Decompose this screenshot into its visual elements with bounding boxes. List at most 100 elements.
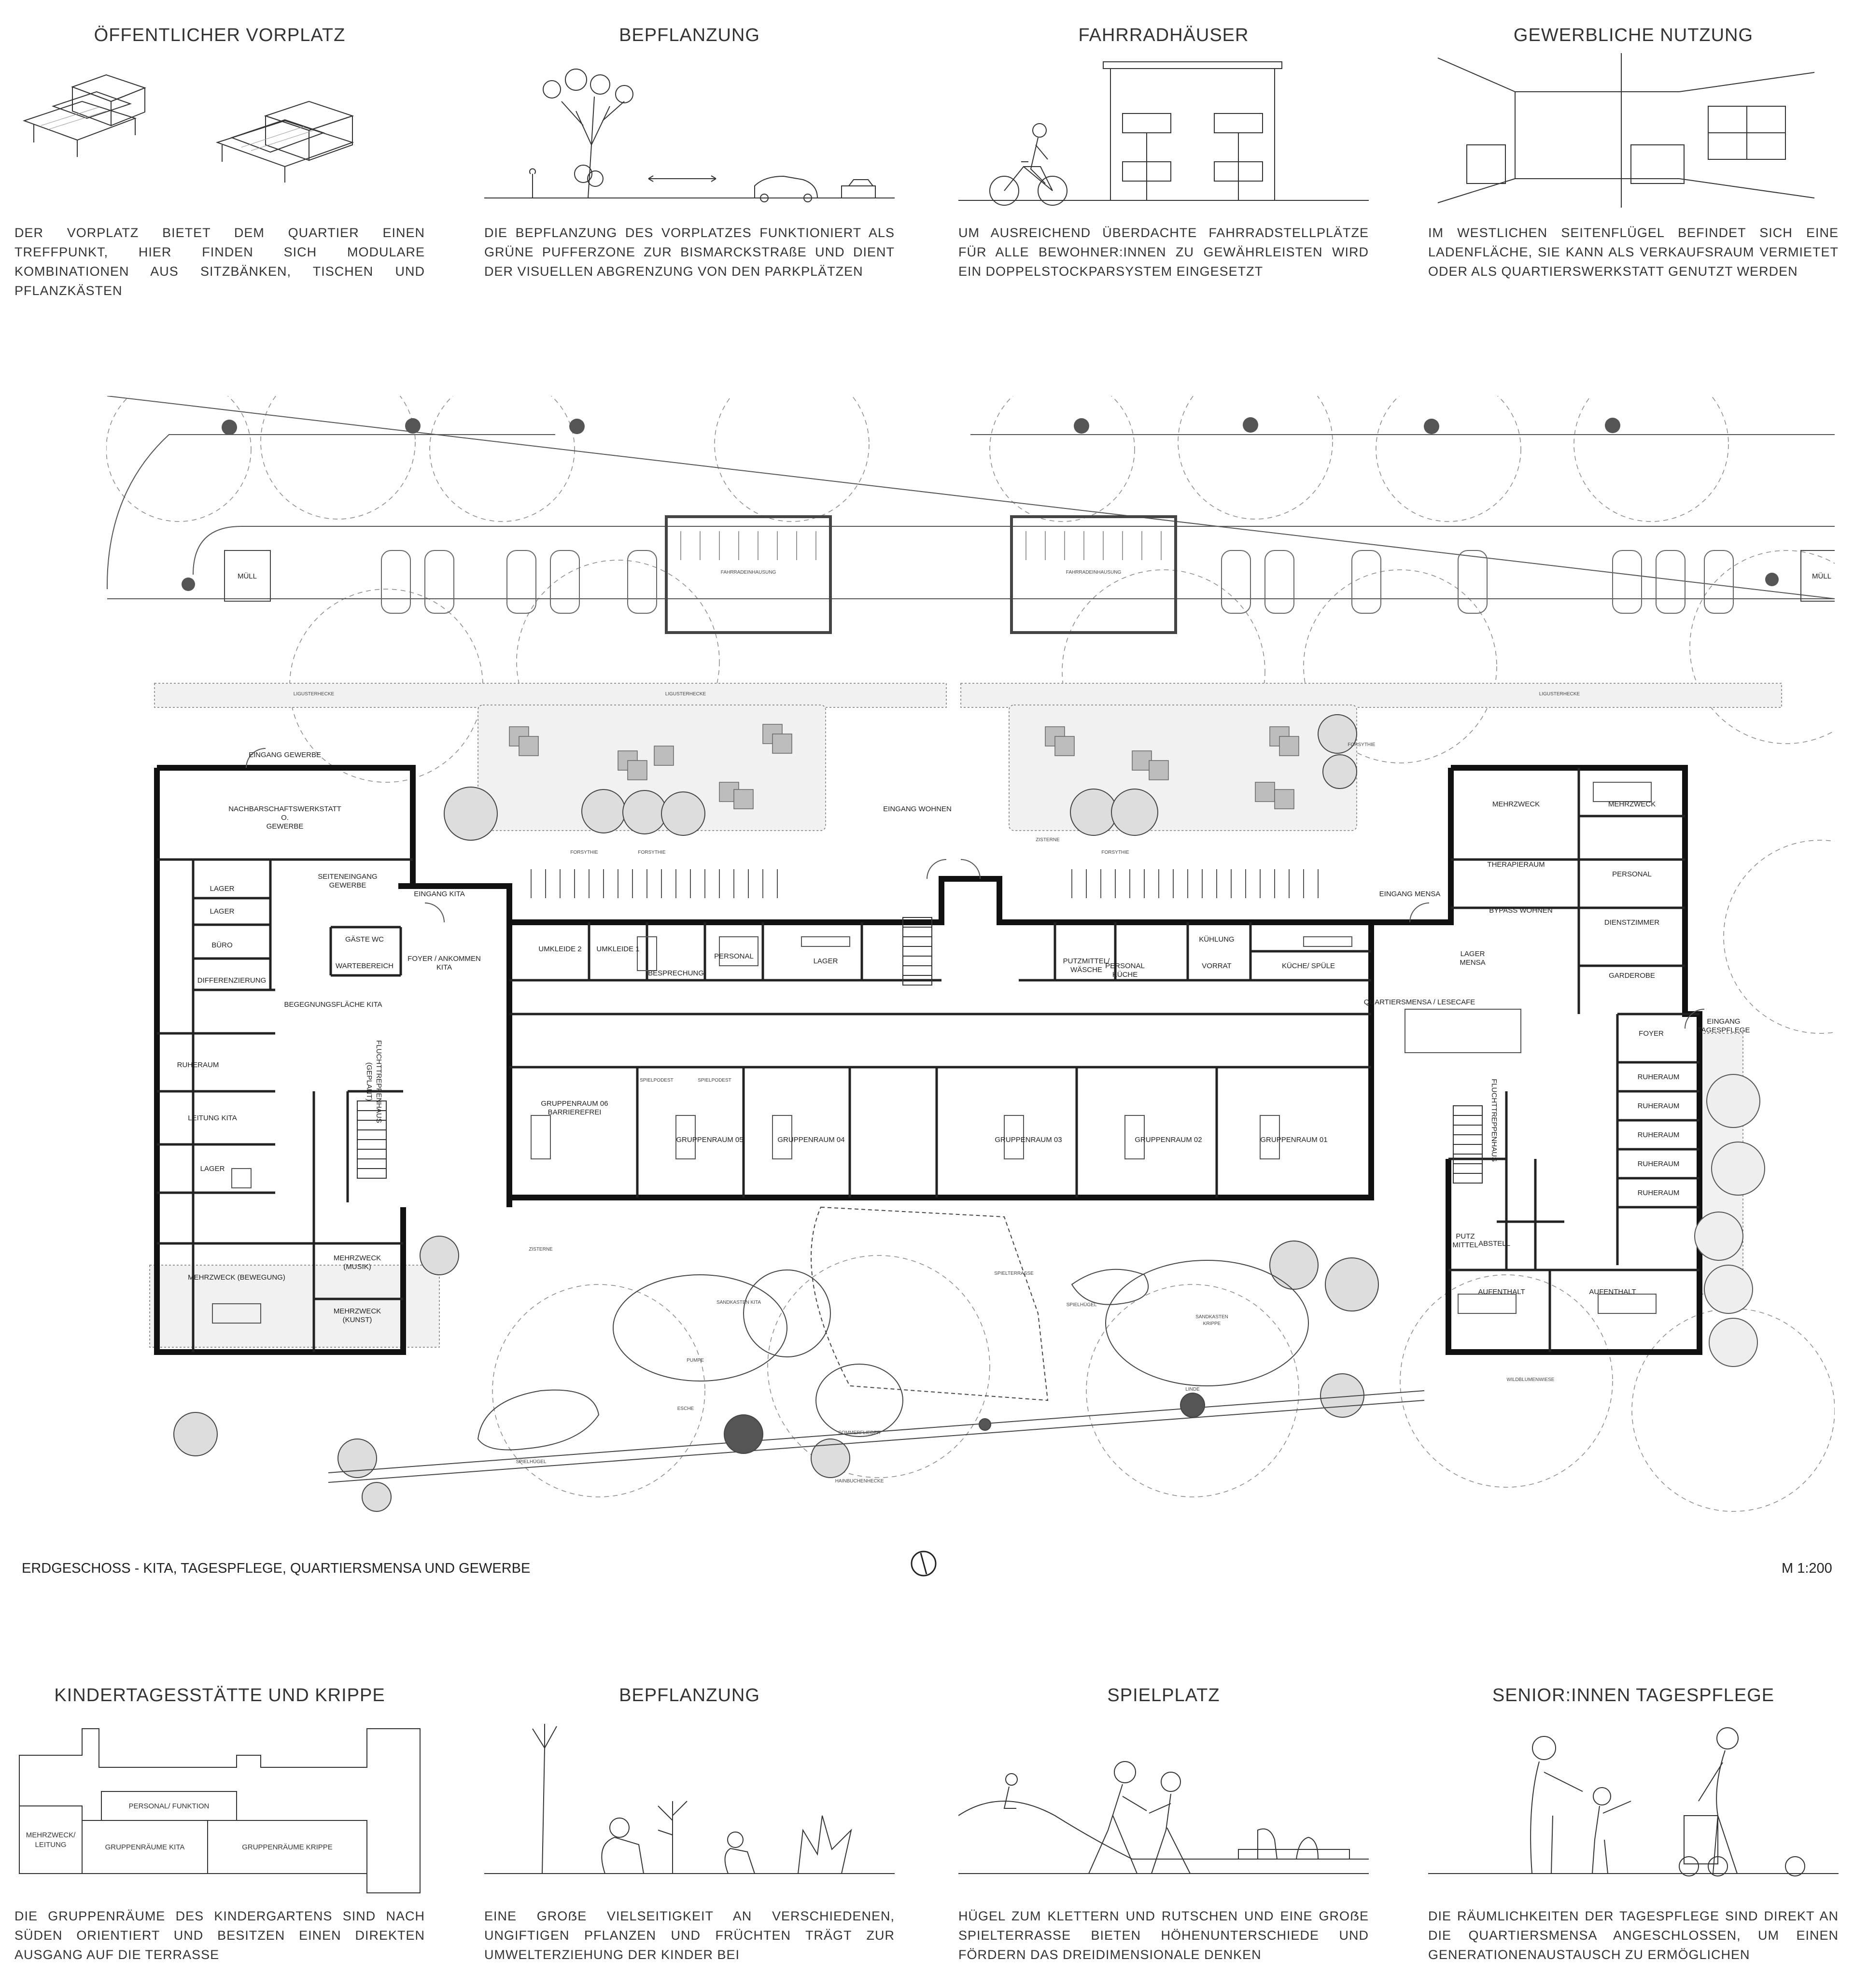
- room-kueche-spuele: KÜCHE/ SPÜLE: [1282, 961, 1335, 970]
- room-kuehlung: KÜHLUNG: [1199, 935, 1234, 944]
- hecke-right-label: LIGUSTERHECKE: [1539, 691, 1580, 697]
- room-mehrzweck-bewegung: MEHRZWECK (BEWEGUNG): [188, 1273, 285, 1282]
- room-ruheraum-2: RUHERAUM: [1638, 1102, 1680, 1110]
- bepflanzung-section-figure: [484, 69, 895, 202]
- sandkasten-krippe-label-1: SANDKASTEN: [1195, 1314, 1228, 1320]
- room-abstell: ABSTELL: [1478, 1240, 1510, 1248]
- room-wartebereich: WARTEBEREICH: [336, 962, 393, 970]
- room-flucht-left-1: FLUCHTTREPPENHAUS: [375, 1040, 383, 1123]
- panel-title: SPIELPLATZ: [1107, 1685, 1220, 1706]
- gardening-children-figure: [484, 1724, 895, 1874]
- entrance-doors: [246, 748, 1705, 1029]
- room-lager-1: LAGER: [210, 885, 235, 893]
- entrance-kita: EINGANG KITA: [414, 890, 465, 898]
- room-buero: BÜRO: [211, 941, 232, 949]
- room-lager-4: LAGER: [814, 957, 838, 965]
- room-lager-mensa-2: MENSA: [1460, 959, 1485, 967]
- linde-label: LINDE: [1185, 1387, 1200, 1392]
- hecke-mid-label: LIGUSTERHECKE: [665, 691, 706, 697]
- room-lager-3: LAGER: [200, 1165, 225, 1173]
- room-werkstatt-3: GEWERBE: [267, 822, 304, 831]
- spielterrasse-label: SPIELTERRASSE: [994, 1271, 1034, 1276]
- room-putz-1: PUTZ: [1456, 1232, 1475, 1241]
- room-werkstatt-1: NACHBARSCHAFTSWERKSTATT: [228, 805, 341, 813]
- room-differenzierung: DIFFERENZIERUNG: [197, 976, 267, 985]
- room-ruheraum-5: RUHERAUM: [1638, 1189, 1680, 1197]
- ground-floor-plan: MÜLL MÜLL FAHRRADEINHAUSUNG FAHRRADEINHA…: [106, 396, 1835, 1512]
- room-gruppe-06-1: GRUPPENRAUM 06: [541, 1100, 608, 1108]
- panel-title: ÖFFENTLICHER VORPLATZ: [94, 25, 346, 45]
- room-gruppe-06-2: BARRIEREFREI: [548, 1108, 602, 1116]
- room-mehrzweck-musik-1: MEHRZWECK: [334, 1254, 381, 1262]
- room-bypass: BYPASS WOHNEN: [1489, 906, 1552, 915]
- panel-description: IM WESTLICHEN SEITENFLÜGEL BEFINDET SICH…: [1428, 226, 1839, 279]
- panel-title: BEPFLANZUNG: [619, 25, 760, 45]
- garden-elements: [328, 1206, 1425, 1483]
- zone-mehrzweck-1: MEHRZWECK/: [26, 1831, 76, 1839]
- room-ruheraum-4: RUHERAUM: [1638, 1160, 1680, 1168]
- sandkasten-krippe-label-2: KRIPPE: [1203, 1321, 1221, 1326]
- muell-left-label: MÜLL: [238, 572, 257, 580]
- room-seiteneingang-2: GEWERBE: [329, 881, 366, 889]
- zone-mehrzweck-2: LEITUNG: [35, 1841, 66, 1849]
- plan-scale: M 1:200: [1782, 1561, 1832, 1576]
- forsythie-4-label: FORSYTHIE: [1348, 742, 1376, 747]
- panel-title: FAHRRADHÄUSER: [1078, 25, 1249, 45]
- room-flucht-left-2: (GEPLANT): [365, 1062, 373, 1101]
- room-lager-mensa-1: LAGER: [1461, 950, 1485, 958]
- room-flucht-right: FLUCHTTREPPENHAUS: [1490, 1079, 1498, 1162]
- room-seiteneingang-1: SEITENEINGANG: [318, 873, 377, 881]
- esche-label: ESCHE: [677, 1406, 694, 1411]
- room-putz-2: MITTEL: [1452, 1241, 1478, 1249]
- terrace-umbrellas: [1694, 1074, 1765, 1367]
- gewerbe-interior-figure: [1437, 53, 1815, 208]
- room-gruppe-05: GRUPPENRAUM 05: [676, 1136, 743, 1144]
- room-spielpodest-1: SPIELPODEST: [640, 1078, 673, 1083]
- panel-description: UM AUSREICHEND ÜBERDACHTE FAHRRADSTELLPL…: [958, 226, 1369, 279]
- panel-title: GEWERBLICHE NUTZUNG: [1513, 25, 1754, 45]
- zone-personal: PERSONAL/ FUNKTION: [129, 1802, 210, 1810]
- room-mehrzweck-musik-2: (MUSIK): [343, 1263, 371, 1271]
- room-leitung-kita: LEITUNG KITA: [188, 1114, 237, 1122]
- planters: [509, 724, 1299, 809]
- sommerflieder-label: SOMMERFLIEDER: [838, 1430, 880, 1436]
- muell-enclosure-left: [224, 550, 271, 602]
- panel-title: BEPFLANZUNG: [619, 1685, 760, 1706]
- room-foyer-e: FOYER: [1639, 1029, 1664, 1038]
- room-putzmittel-2: WÄSCHE: [1070, 966, 1102, 974]
- room-garderobe: GARDEROBE: [1609, 972, 1655, 980]
- zone-kita: GRUPPENRÄUME KITA: [105, 1843, 185, 1851]
- pumpe-label: PUMPE: [687, 1358, 704, 1363]
- playground-figure: [958, 1761, 1369, 1874]
- plan-caption: ERDGESCHOSS - KITA, TAGESPFLEGE, QUARTIE…: [22, 1561, 531, 1576]
- entrance-tagespflege-1: EINGANG: [1707, 1017, 1740, 1026]
- panel-description: DER VORPLATZ BIETET DEM QUARTIER EINEN T…: [14, 226, 425, 298]
- forsythie-3-label: FORSYTHIE: [1101, 850, 1129, 855]
- parking-areas: [224, 515, 1835, 634]
- room-umkleide-1: UMKLEIDE 1: [596, 945, 639, 953]
- fahrradhaus-section-figure: [958, 61, 1369, 206]
- room-gruppe-04: GRUPPENRAUM 04: [777, 1136, 844, 1144]
- panel-description: DIE BEPFLANZUNG DES VORPLATZES FUNKTIONI…: [484, 226, 895, 279]
- room-foyer-kita-2: KITA: [436, 963, 452, 972]
- room-aufenthalt-1: AUFENTHALT: [1478, 1288, 1525, 1296]
- entrance-tagespflege-2: TAGESPFLEGE: [1698, 1026, 1750, 1034]
- room-gruppe-01: GRUPPENRAUM 01: [1260, 1136, 1327, 1144]
- room-aufenthalt-2: AUFENTHALT: [1589, 1288, 1636, 1296]
- room-therapieraum: THERAPIERAUM: [1487, 860, 1545, 869]
- room-foyer-kita-1: FOYER / ANKOMMEN: [407, 955, 481, 963]
- room-werkstatt-2: O.: [281, 814, 289, 822]
- zisterne-north-label: ZISTERNE: [1036, 837, 1060, 843]
- room-besprechung: BESPRECHUNG: [648, 969, 704, 977]
- shrubs: [173, 714, 1379, 1512]
- spielhuegel-1-label: SPIELHÜGEL: [516, 1459, 547, 1465]
- room-personal: PERSONAL: [714, 952, 754, 960]
- furniture: [212, 782, 1657, 1324]
- entrance-wohnen: EINGANG WOHNEN: [883, 805, 952, 813]
- room-mehrzweck-e2: MEHRZWECK: [1608, 800, 1656, 808]
- room-ruheraum-1: RUHERAUM: [1638, 1073, 1680, 1081]
- hainbuchenhecke-label: HAINBUCHENHECKE: [835, 1479, 884, 1484]
- kita-zoning-diagram: PERSONAL/ FUNKTION MEHRZWECK/ LEITUNG GR…: [19, 1728, 421, 1893]
- room-putzmittel-1: PUTZMITTEL/: [1063, 957, 1110, 965]
- entrance-gewerbe: EINGANG GEWERBE: [249, 751, 321, 759]
